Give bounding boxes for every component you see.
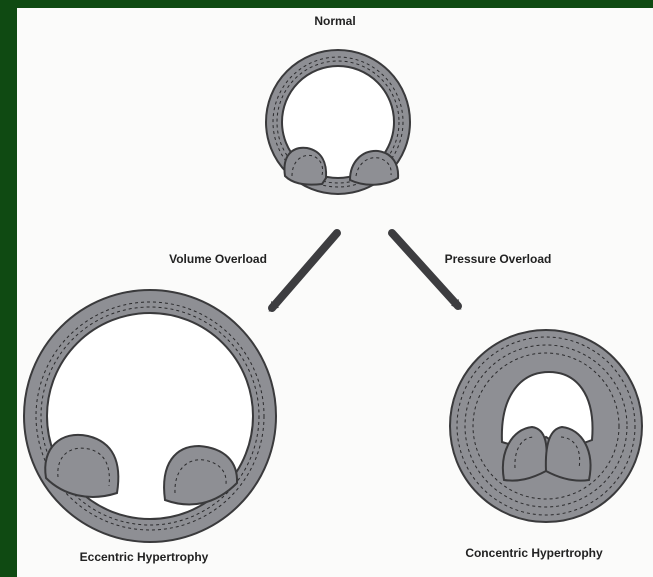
pressure-arrow <box>392 233 458 306</box>
eccentric-hypertrophy-label: Eccentric Hypertrophy <box>80 550 209 564</box>
volume-overload-label: Volume Overload <box>169 252 267 266</box>
eccentric-heart <box>24 290 276 542</box>
arrows <box>272 233 458 308</box>
normal-heart <box>266 50 410 194</box>
concentric-hypertrophy-label: Concentric Hypertrophy <box>465 546 603 560</box>
pressure-overload-label: Pressure Overload <box>445 252 552 266</box>
concentric-heart <box>450 330 642 522</box>
volume-arrow <box>272 233 337 308</box>
normal-label: Normal <box>314 14 355 28</box>
